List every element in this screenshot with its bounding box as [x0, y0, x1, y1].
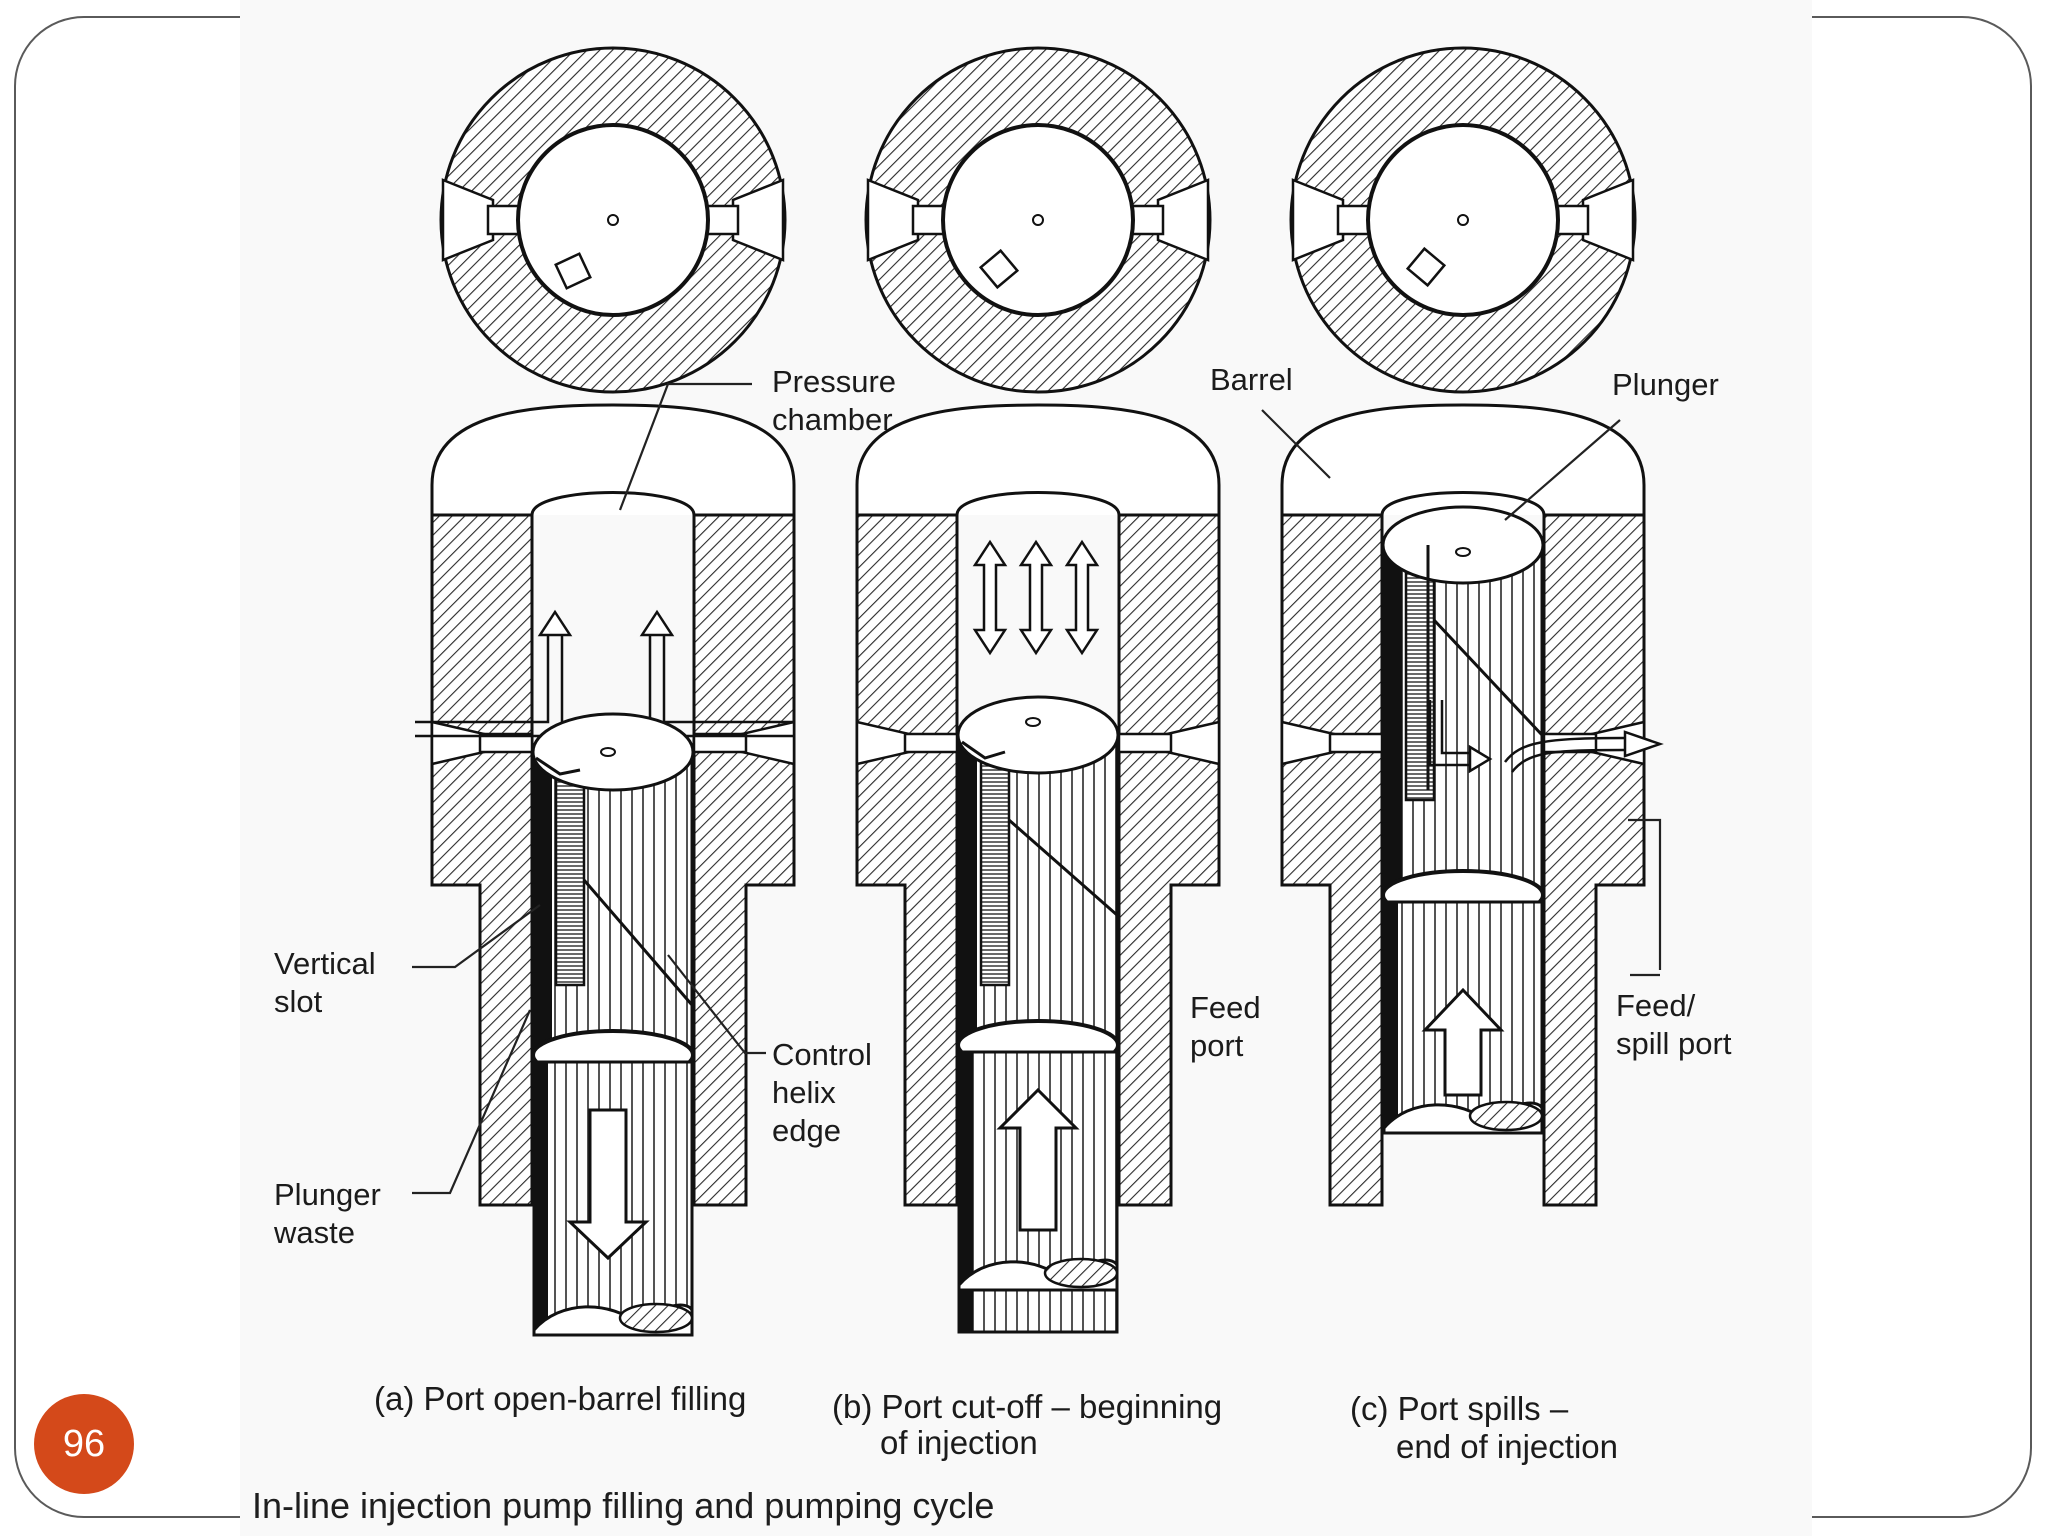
page-number-badge: 96: [34, 1394, 134, 1494]
label-control-helix-3: edge: [772, 1113, 841, 1148]
pump-panel-a: [415, 403, 796, 1337]
label-feed-spill-port-2: spill port: [1616, 1026, 1732, 1061]
caption-panel-b-2: of injection: [880, 1424, 1038, 1461]
label-pressure-chamber-2: chamber: [772, 402, 893, 437]
cross-section-b: [864, 46, 1212, 394]
label-plunger: Plunger: [1612, 367, 1719, 402]
label-barrel: Barrel: [1210, 362, 1293, 397]
figure-caption: In-line injection pump filling and pumpi…: [252, 1485, 994, 1526]
label-control-helix-2: helix: [772, 1075, 836, 1110]
pump-panel-b: [855, 403, 1221, 1334]
diagram-labels: Pressure chamber Barrel Plunger Vertical…: [252, 362, 1732, 1526]
cross-section-a: [439, 46, 787, 394]
label-feed-port-1: Feed: [1190, 990, 1261, 1025]
label-plunger-waste-2: waste: [273, 1215, 355, 1250]
caption-panel-b-1: (b) Port cut-off – beginning: [832, 1388, 1222, 1425]
label-vertical-slot-1: Vertical: [274, 946, 376, 981]
label-control-helix-1: Control: [772, 1037, 872, 1072]
caption-panel-c-1: (c) Port spills –: [1350, 1390, 1569, 1427]
pump-panel-c: [1280, 403, 1664, 1207]
label-feed-spill-port-1: Feed/: [1616, 988, 1696, 1023]
label-pressure-chamber-1: Pressure: [772, 364, 896, 399]
caption-panel-a: (a) Port open-barrel filling: [374, 1380, 746, 1417]
label-feed-port-2: port: [1190, 1028, 1244, 1063]
label-vertical-slot-2: slot: [274, 984, 323, 1019]
cross-section-c: [1289, 46, 1637, 394]
leader-lines: [412, 382, 1662, 1195]
label-plunger-waste-1: Plunger: [274, 1177, 381, 1212]
caption-panel-c-2: end of injection: [1396, 1428, 1618, 1465]
